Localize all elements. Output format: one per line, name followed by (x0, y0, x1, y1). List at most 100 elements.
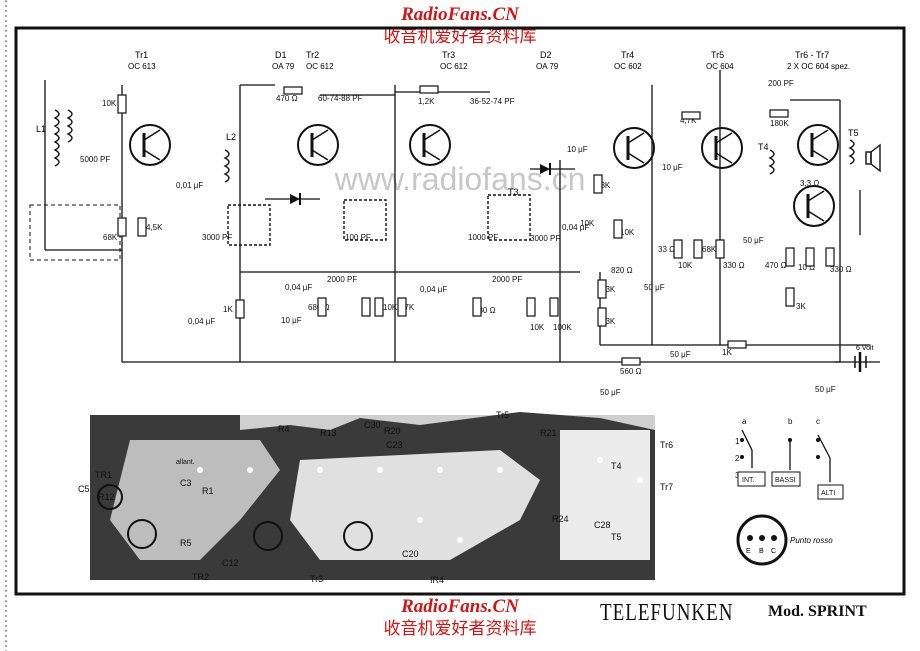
switch-row-2: 2 (735, 454, 740, 463)
tr3-ref: Tr3 (442, 50, 455, 60)
label-c2: 0,01 μF (176, 181, 203, 190)
label-r16: 820 Ω (611, 266, 633, 275)
switch-col-a: a (742, 417, 747, 426)
tr2-ref: Tr2 (306, 50, 319, 60)
pcb-layout: TR1 TR2 Tr3 IR4 Tr5 T4 T5 Tr6 Tr7 C5 R12… (78, 410, 673, 585)
label-r31: 560 Ω (620, 367, 642, 376)
brand-title: TELEFUNKEN (600, 600, 734, 627)
label-r3: 4,5K (146, 223, 163, 232)
label-r24: 180K (770, 119, 789, 128)
label-c9: 2000 PF (327, 275, 357, 284)
component-symbols (117, 85, 835, 366)
d1-type: OA 79 (272, 62, 295, 71)
switch-col-c: c (816, 417, 820, 426)
pin-e: E (746, 548, 751, 555)
label-r22: 68K (702, 245, 717, 254)
label-c15: 10 μF (567, 145, 588, 154)
coil-l1-label: L1 (36, 124, 46, 134)
label-c5: 60-74-88 PF (318, 94, 363, 103)
speaker-icon (865, 143, 881, 173)
transformer-t5-label: T5 (848, 128, 859, 138)
pcb-label-c28: C28 (594, 520, 611, 530)
label-c6: 100 PF (345, 233, 371, 242)
pin-b: B (759, 548, 764, 555)
label-r10: 680 Ω (474, 306, 496, 315)
label-r5: 470 Ω (276, 94, 298, 103)
label-r29: 3K (796, 302, 806, 311)
transistor-tr1: Tr1 OC 613 (128, 50, 171, 166)
transistor-tr7 (793, 185, 835, 227)
pcb-label-tr2: TR2 (192, 572, 209, 582)
pin-c: C (771, 548, 776, 555)
pcb-label-r13: R13 (320, 428, 337, 438)
label-r9: 47K (400, 303, 415, 312)
transistor-tr6 (797, 124, 839, 166)
pinout-note: Punto rosso (790, 536, 833, 545)
watermark-bottom: RadioFans.CN 收音机爱好者资料库 (0, 596, 920, 640)
label-r27: 10 Ω (798, 263, 815, 272)
pcb-label-c5: C5 (78, 484, 90, 494)
tr2-type: OC 612 (306, 62, 334, 71)
battery-label: 6 Volt (856, 345, 874, 352)
label-c12: 0,04 μF (420, 285, 447, 294)
label-c11: 1000 PF (468, 233, 498, 242)
label-c13: 2000 PF (492, 275, 522, 284)
label-r26: 470 Ω (765, 261, 787, 270)
component-labels: 10K 5000 PF 68K 4,5K 0,01 μF 3000 PF 1K … (80, 79, 852, 397)
transformer-t3-label: T3 (508, 187, 519, 197)
label-r17: 33K (601, 285, 616, 294)
label-r28: 330 Ω (830, 265, 852, 274)
wiring (44, 70, 880, 363)
label-r20: 33 Ω (658, 245, 675, 254)
label-c14: 3000 PF (530, 234, 560, 243)
tr4-type: OC 602 (614, 62, 642, 71)
switch-row-1: 1 (735, 437, 740, 446)
transistor-tr2: Tr2 OC 612 (297, 50, 339, 166)
label-c17: 50 μF (644, 283, 665, 292)
label-c16: 0,04 μF (562, 223, 589, 232)
input-dashed-box (29, 204, 121, 261)
label-c22: 50 μF (600, 388, 621, 397)
watermark-top: RadioFans.CN 收音机爱好者资料库 (0, 4, 920, 48)
label-c18: 10 μF (662, 163, 683, 172)
tr5-ref: Tr5 (711, 50, 724, 60)
pcb-label-c30: C30 (364, 420, 381, 430)
transistor-tr4: Tr4 OC 602 (613, 50, 655, 169)
switch-legend: a b c 1 2 3 INT. BASSI ALTI (735, 417, 844, 500)
label-c21: 50 μF (670, 350, 691, 359)
pcb-label-r5: R5 (180, 538, 192, 548)
label-r30: 1K (722, 348, 732, 357)
diode-d2: D2 OA 79 (530, 50, 575, 175)
pcb-label-tr5: Tr5 (496, 410, 509, 420)
label-r25: 3,3 Ω (800, 179, 819, 188)
label-r21: 10K (678, 261, 693, 270)
d1-ref: D1 (275, 50, 287, 60)
label-c23: 50 μF (815, 385, 836, 394)
tr3-type: OC 612 (440, 62, 468, 71)
coils (53, 109, 855, 246)
watermark-chinese-bottom: 收音机爱好者资料库 (383, 619, 537, 639)
label-c8: 10 μF (281, 316, 302, 325)
label-c19: 50 μF (743, 236, 764, 245)
watermark-url: www.radiofans.cn (334, 161, 586, 197)
transistor-tr3: Tr3 OC 612 (409, 50, 468, 166)
pcb-label-t4: T4 (611, 461, 622, 471)
pcb-label-c12: C12 (222, 558, 239, 568)
model-title: Mod. SPRINT (768, 603, 867, 620)
pcb-label-tr3: Tr3 (310, 574, 323, 584)
switch-label-alti: ALTI (821, 490, 835, 497)
coil-l2-label: L2 (226, 132, 236, 142)
label-r4: 1K (223, 305, 233, 314)
pcb-label-tr6: Tr6 (660, 440, 673, 450)
pcb-label-t5: T5 (611, 532, 622, 542)
pcb-label-r4: R4 (278, 424, 290, 434)
pcb-label-allant: allant. (176, 459, 195, 466)
label-r23: 330 Ω (723, 261, 745, 270)
label-c20: 200 PF (768, 79, 794, 88)
pcb-label-c3: C3 (180, 478, 192, 488)
pcb-label-ir4: IR4 (430, 575, 444, 585)
label-r11: 10K (530, 323, 545, 332)
label-r12: 100K (553, 323, 572, 332)
pcb-label-r24: R24 (552, 514, 569, 524)
